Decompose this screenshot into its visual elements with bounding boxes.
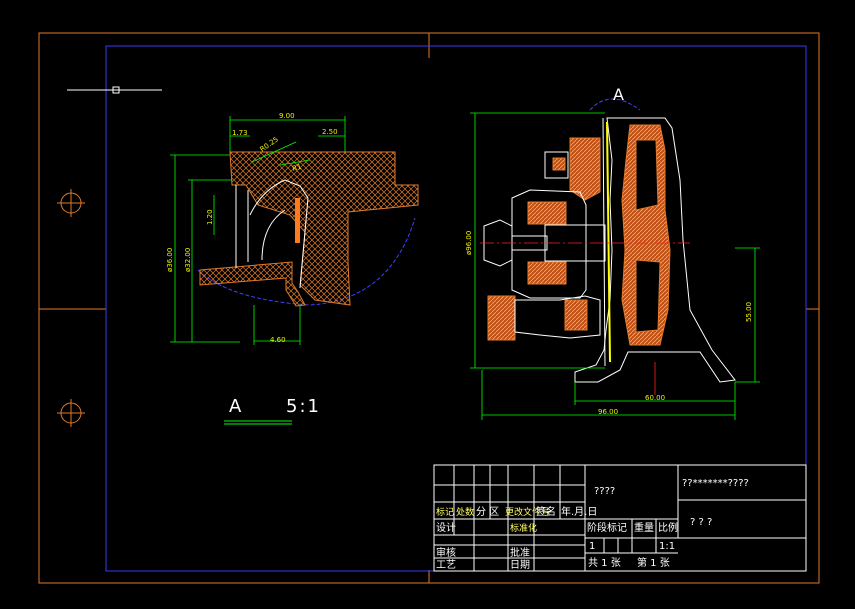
header-cell-3: 更改文件号 — [505, 506, 550, 518]
weight-label: 重量 — [634, 521, 654, 534]
row-label-review: 审核 — [436, 546, 456, 559]
drawing-name: ???? — [594, 486, 615, 497]
dim-main-dia: ø96.00 — [465, 231, 473, 255]
drawing-number: ? ? ? — [690, 517, 712, 528]
housing-shell — [574, 117, 736, 383]
seal-profile — [235, 179, 309, 289]
main-dimension-lines — [470, 112, 760, 420]
detail-label-letter: A — [229, 396, 243, 417]
detail-label-scale: 5:1 — [286, 396, 321, 417]
main-section-view: A — [465, 85, 760, 420]
scale-label: 比例 — [658, 521, 678, 534]
stage-value: 1 — [589, 541, 595, 552]
diaphragm-edge — [602, 117, 606, 367]
scale-value: 1:1 — [659, 541, 675, 552]
shaft-nut — [483, 219, 513, 267]
dim-main-height: 55.00 — [745, 302, 753, 322]
detail-dimension-lines — [170, 116, 346, 345]
lower-bracket — [514, 295, 601, 339]
company-name: ??*******???? — [682, 478, 749, 489]
dim-dia-inner: ø32.00 — [184, 248, 192, 272]
row-label-design: 设计 — [436, 521, 456, 534]
header-cell-2: 分 区 — [476, 506, 499, 518]
inner-frame — [105, 45, 807, 572]
detail-boundary-arc — [197, 217, 416, 306]
inner-cavity — [635, 139, 661, 333]
coil-upper — [527, 201, 567, 225]
dim-top-left: 1.73 — [232, 129, 248, 137]
dim-top-width: 9.00 — [279, 112, 295, 120]
callout-circle — [589, 98, 641, 111]
row-label-approve: 批准 — [510, 546, 530, 559]
sheets-total: 共 1 张 — [588, 557, 621, 569]
dim-bottom: 4.60 — [270, 336, 286, 344]
callout-letter: A — [613, 85, 624, 104]
upper-bolt — [552, 157, 566, 171]
header-cell-1: 处数 — [456, 506, 474, 518]
bracket — [511, 189, 587, 299]
detail-view-a: 9.00 1.73 2.50 R0.25 R1 1.20 ø36.00 ø32.… — [166, 112, 419, 425]
binding-hole-icon — [57, 399, 85, 427]
orientation-marker — [67, 86, 162, 94]
row-label-process: 工艺 — [436, 559, 456, 571]
binding-hole-icon — [57, 189, 85, 217]
terminal-block — [487, 295, 516, 341]
dim-radius2: R1 — [291, 163, 302, 173]
upper-housing — [569, 137, 601, 201]
title-block — [433, 464, 807, 572]
header-cell-5: 年.月.日 — [561, 505, 597, 518]
armature — [544, 224, 606, 262]
seal-strip — [295, 198, 300, 243]
row-label-standard: 标准化 — [510, 522, 537, 534]
dim-main-total-width: 96.00 — [598, 408, 618, 416]
dim-height-small: 1.20 — [206, 209, 214, 225]
row-label-date: 日期 — [510, 559, 530, 571]
dim-top-right: 2.50 — [322, 128, 338, 136]
coil-lower — [527, 261, 567, 285]
sheet-number: 第 1 张 — [637, 556, 670, 569]
header-cell-0: 标记 — [436, 506, 454, 518]
lower-bolt — [564, 299, 588, 331]
diaphragm — [606, 121, 611, 363]
title-block-text: ???? ??*******???? ? ? ? 标记 处数 分 区 更改文件号… — [436, 478, 749, 571]
housing-section — [229, 151, 419, 306]
dim-dia-outer: ø36.00 — [166, 248, 174, 272]
dim-main-inner-width: 60.00 — [645, 394, 665, 402]
upper-cap — [544, 151, 569, 179]
header-cell-4: 签名 — [536, 505, 556, 518]
plate-section — [199, 261, 306, 307]
stage-label: 阶段标记 — [587, 521, 627, 534]
